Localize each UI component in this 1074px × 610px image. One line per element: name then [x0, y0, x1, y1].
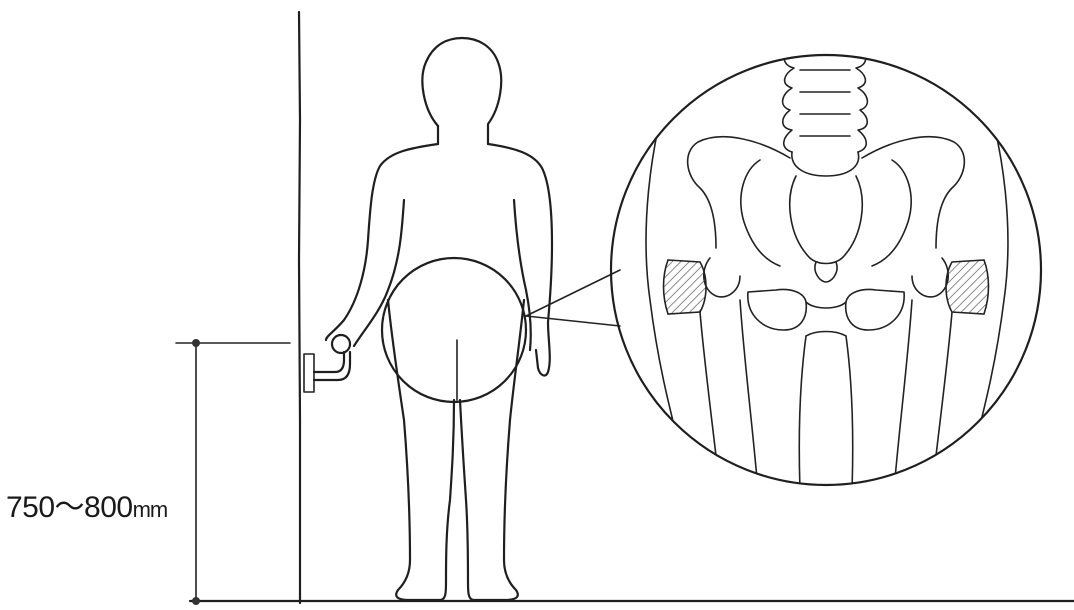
human-figure: [326, 38, 552, 600]
wall-line: [299, 12, 300, 603]
connector-line-lower: [526, 316, 620, 326]
height-value: 750〜800: [6, 491, 133, 524]
height-dimension: [176, 339, 290, 605]
pelvis-magnified-view: [611, 48, 1041, 490]
height-unit: mm: [133, 497, 168, 522]
left-trochanter-hatch: [664, 260, 707, 314]
hip-highlight-circle: [382, 258, 526, 402]
handrail: [304, 335, 350, 392]
height-dimension-label: 750〜800mm: [6, 482, 167, 526]
lumbar-spine: [783, 48, 868, 176]
right-trochanter-hatch: [946, 260, 989, 314]
connector-line-upper: [526, 270, 620, 316]
